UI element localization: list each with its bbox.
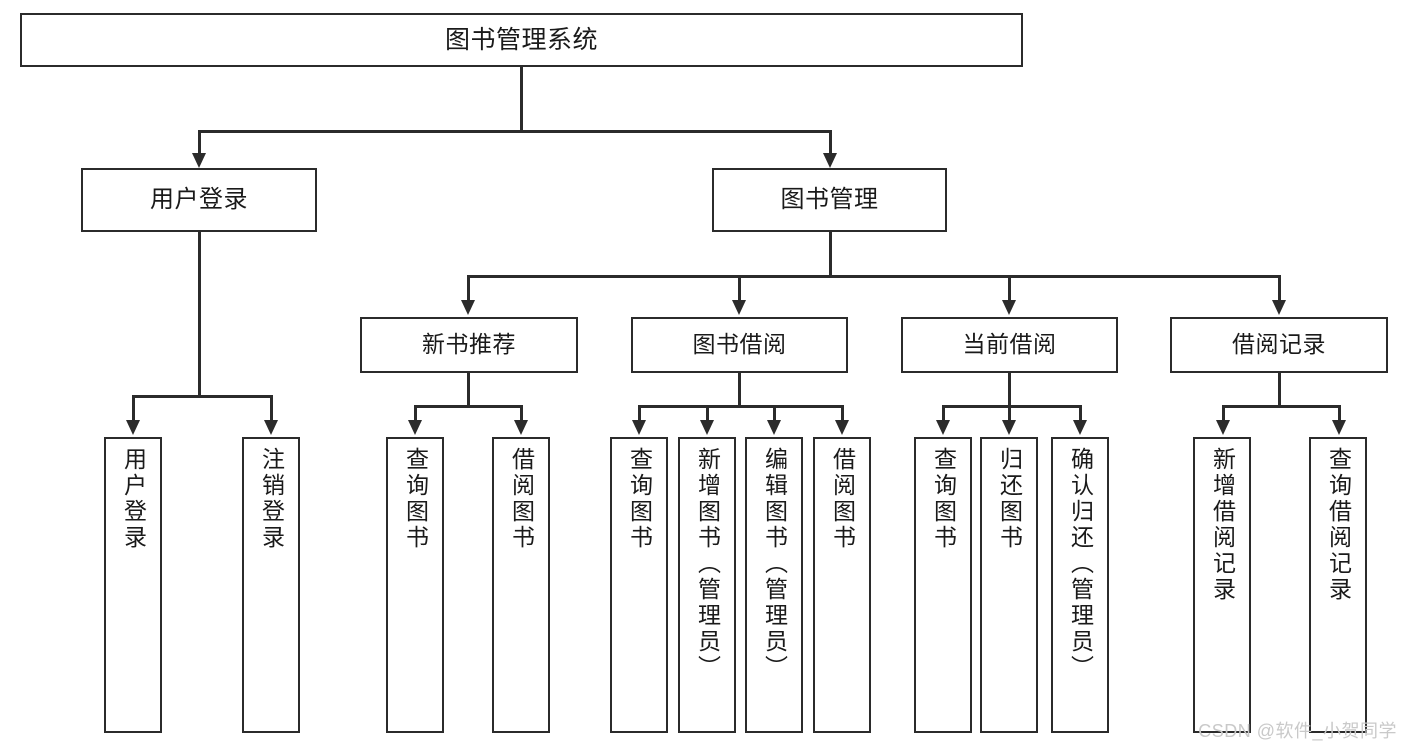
leaf-logout[interactable]: 注销登录 xyxy=(242,437,300,733)
arrow-cb-to-leaf-3 xyxy=(1073,420,1087,435)
node-label: 用户登录 xyxy=(120,447,147,551)
node-label: 当前借阅 xyxy=(962,331,1057,358)
edge-new-book-stem xyxy=(467,373,470,405)
node-user-login[interactable]: 用户登录 xyxy=(81,168,317,232)
edge-borrow-records-stem xyxy=(1278,373,1281,405)
edge-root-stem xyxy=(520,67,523,130)
edge-user-login-bus xyxy=(132,395,271,398)
edge-bm-to-borrow xyxy=(738,275,741,302)
node-label: 新增借阅记录 xyxy=(1209,447,1236,603)
leaf-borrow-book-recommend[interactable]: 借阅图书 xyxy=(492,437,550,733)
edge-user-login-to-leaf-2 xyxy=(270,395,273,422)
arrow-bb-to-leaf-1 xyxy=(632,420,646,435)
node-label: 图书管理系统 xyxy=(444,26,598,54)
arrow-cb-to-leaf-1 xyxy=(936,420,950,435)
node-book-management[interactable]: 图书管理 xyxy=(712,168,947,232)
arrow-user-login-to-leaf-2 xyxy=(264,420,278,435)
arrow-new-book-to-leaf-1 xyxy=(408,420,422,435)
edge-bm-to-records xyxy=(1278,275,1281,302)
node-borrow-records[interactable]: 借阅记录 xyxy=(1170,317,1388,373)
node-label: 借阅记录 xyxy=(1232,331,1326,358)
arrow-bm-to-new-book xyxy=(461,300,475,315)
edge-cb-to-leaf-3 xyxy=(1079,405,1082,422)
edge-book-management-bus xyxy=(467,275,1278,278)
node-label: 查询图书 xyxy=(626,447,653,551)
leaf-search-book-borrow[interactable]: 查询图书 xyxy=(610,437,668,733)
arrow-br-to-leaf-1 xyxy=(1216,420,1230,435)
edge-bb-to-leaf-1 xyxy=(638,405,641,422)
edge-bm-to-current xyxy=(1008,275,1011,302)
leaf-confirm-return-admin[interactable]: 确认归还（管理员） xyxy=(1051,437,1109,733)
node-label: 查询图书 xyxy=(402,447,429,551)
node-label: 借阅图书 xyxy=(508,447,535,551)
edge-new-book-to-leaf-2 xyxy=(520,405,523,422)
node-label: 查询借阅记录 xyxy=(1325,447,1352,603)
edge-root-to-book-management xyxy=(829,130,832,155)
edge-cb-to-leaf-2 xyxy=(1008,405,1011,422)
edge-new-book-bus xyxy=(414,405,522,408)
edge-new-book-to-leaf-1 xyxy=(414,405,417,422)
arrow-bb-to-leaf-4 xyxy=(835,420,849,435)
leaf-search-book-current[interactable]: 查询图书 xyxy=(914,437,972,733)
arrow-bm-to-records xyxy=(1272,300,1286,315)
edge-borrow-records-bus xyxy=(1222,405,1340,408)
edge-bb-to-leaf-3 xyxy=(773,405,776,422)
leaf-search-book-recommend[interactable]: 查询图书 xyxy=(386,437,444,733)
node-book-borrow[interactable]: 图书借阅 xyxy=(631,317,848,373)
node-label: 图书借阅 xyxy=(692,331,787,358)
arrow-root-to-user-login xyxy=(192,153,206,168)
arrow-bm-to-borrow xyxy=(732,300,746,315)
arrow-cb-to-leaf-2 xyxy=(1002,420,1016,435)
edge-bb-to-leaf-2 xyxy=(706,405,709,422)
edge-book-management-stem xyxy=(829,232,832,275)
arrow-new-book-to-leaf-2 xyxy=(514,420,528,435)
edge-user-login-to-leaf-1 xyxy=(132,395,135,422)
edge-book-borrow-bus xyxy=(638,405,844,408)
leaf-add-book-admin[interactable]: 新增图书（管理员） xyxy=(678,437,736,733)
arrow-user-login-to-leaf-1 xyxy=(126,420,140,435)
edge-book-borrow-stem xyxy=(738,373,741,405)
node-root-book-management-system[interactable]: 图书管理系统 xyxy=(20,13,1023,67)
node-label: 新增图书（管理员） xyxy=(694,447,721,681)
edge-cb-to-leaf-1 xyxy=(942,405,945,422)
node-label: 注销登录 xyxy=(258,447,285,551)
arrow-bm-to-current xyxy=(1002,300,1016,315)
node-label: 用户登录 xyxy=(150,185,248,213)
arrow-br-to-leaf-2 xyxy=(1332,420,1346,435)
node-label: 归还图书 xyxy=(996,447,1023,551)
edge-root-to-user-login xyxy=(198,130,201,155)
arrow-bb-to-leaf-3 xyxy=(767,420,781,435)
edge-bm-to-new-book xyxy=(467,275,470,302)
leaf-edit-book-admin[interactable]: 编辑图书（管理员） xyxy=(745,437,803,733)
node-label: 编辑图书（管理员） xyxy=(761,447,788,681)
edge-current-borrow-stem xyxy=(1008,373,1011,405)
node-label: 确认归还（管理员） xyxy=(1067,447,1094,681)
watermark: CSDN @软件_小贺同学 xyxy=(1198,721,1397,741)
edge-br-to-leaf-2 xyxy=(1338,405,1341,422)
arrow-bb-to-leaf-2 xyxy=(700,420,714,435)
edge-user-login-stem xyxy=(198,232,201,395)
leaf-add-borrow-record[interactable]: 新增借阅记录 xyxy=(1193,437,1251,733)
leaf-user-login[interactable]: 用户登录 xyxy=(104,437,162,733)
edge-br-to-leaf-1 xyxy=(1222,405,1225,422)
leaf-search-borrow-record[interactable]: 查询借阅记录 xyxy=(1309,437,1367,733)
arrow-root-to-book-management xyxy=(823,153,837,168)
edge-current-borrow-bus xyxy=(942,405,1081,408)
edge-bb-to-leaf-4 xyxy=(841,405,844,422)
node-label: 图书管理 xyxy=(780,185,879,213)
node-label: 新书推荐 xyxy=(422,331,516,358)
node-current-borrow[interactable]: 当前借阅 xyxy=(901,317,1118,373)
node-label: 查询图书 xyxy=(930,447,957,551)
edge-root-bus xyxy=(198,130,831,133)
leaf-return-book[interactable]: 归还图书 xyxy=(980,437,1038,733)
leaf-borrow-book[interactable]: 借阅图书 xyxy=(813,437,871,733)
node-new-book-recommend[interactable]: 新书推荐 xyxy=(360,317,578,373)
node-label: 借阅图书 xyxy=(829,447,856,551)
